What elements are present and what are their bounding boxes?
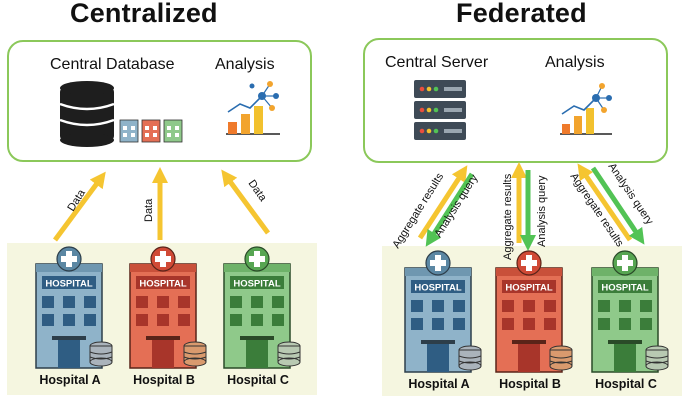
hospital-a-icon: HOSPITAL [35, 246, 113, 369]
central-server-box [363, 38, 668, 163]
aggregate-label-b: Aggregate results [502, 173, 514, 260]
aggregate-arrow-a [417, 165, 468, 240]
hospital-b-label: Hospital B [133, 373, 195, 387]
data-arrow-a [52, 171, 106, 242]
query-arrow-a [425, 172, 475, 247]
central-server-label: Central Server [385, 54, 489, 71]
data-arrow-c [221, 169, 271, 235]
federated-hospital-b-label: Hospital B [499, 377, 561, 391]
hospital-sign-b: HOSPITAL [139, 279, 187, 290]
data-label-c: Data [246, 178, 270, 205]
hospital-sign-c: HOSPITAL [233, 279, 281, 290]
query-label-b: Analysis query [536, 175, 548, 247]
hospital-c-icon: HOSPITAL [591, 250, 669, 373]
hospital-sign-fc: HOSPITAL [601, 283, 649, 294]
hospital-b-icon: HOSPITAL [495, 250, 573, 373]
federated-analysis-label: Analysis [545, 54, 605, 71]
central-database-label: Central Database [50, 56, 175, 73]
database-icon [59, 81, 115, 147]
centralized-title: Centralized [70, 0, 218, 28]
hospital-a-icon: HOSPITAL [404, 250, 482, 373]
data-label-b: Data [143, 198, 155, 222]
hospital-sign-fa: HOSPITAL [414, 283, 462, 294]
hospital-c-icon: HOSPITAL [223, 246, 301, 369]
federated-hospital-a-label: Hospital A [408, 377, 470, 391]
chart-icon [226, 81, 280, 135]
server-icon [414, 80, 466, 140]
hospital-sign-a: HOSPITAL [45, 279, 93, 290]
hospital-b-icon: HOSPITAL [129, 246, 207, 369]
aggregate-arrow-c [577, 163, 633, 242]
hospital-c-label: Hospital C [227, 373, 289, 387]
federated-title: Federated [456, 0, 587, 28]
hospital-a-label: Hospital A [39, 373, 101, 387]
mini-hospitals-icon [119, 119, 183, 143]
chart-icon [560, 83, 612, 135]
hospital-sign-fb: HOSPITAL [505, 283, 553, 294]
centralized-analysis-label: Analysis [215, 56, 275, 73]
federated-hospital-c-label: Hospital C [595, 377, 657, 391]
query-arrow-c [590, 166, 645, 245]
